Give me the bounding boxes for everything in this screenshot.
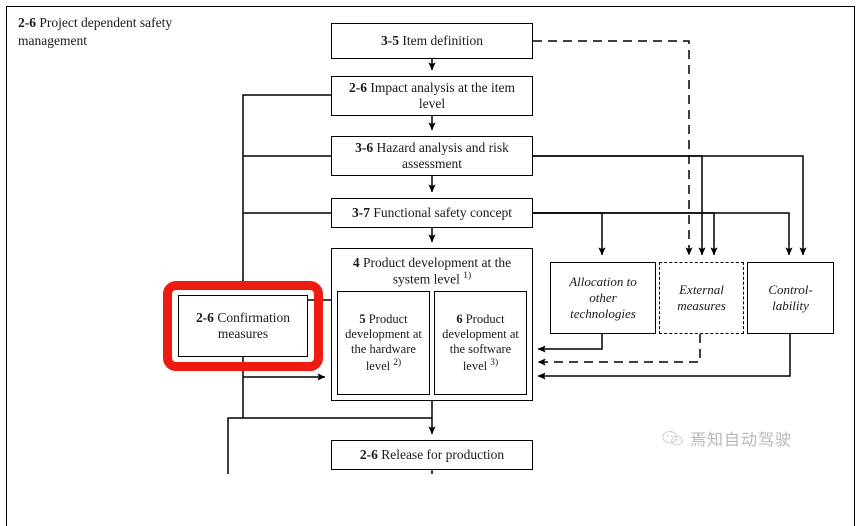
diagram-canvas: 2-6 Project dependent safety management …	[6, 6, 855, 526]
node-confirmation-measures[interactable]: 2-6 Confirmation measures	[178, 295, 308, 357]
node-hazard-analysis[interactable]: 3-6 Hazard analysis and risk assessment	[331, 136, 533, 176]
node-functional-safety-concept[interactable]: 3-7 Functional safety concept	[331, 198, 533, 228]
node-product-development-software[interactable]: 6 Product development at the software le…	[434, 291, 527, 395]
node-controllability[interactable]: Control-lability	[747, 262, 834, 334]
node-label: Item definition	[399, 32, 483, 48]
node-label: Release for production	[377, 446, 505, 462]
node-clause: 3-7	[351, 204, 370, 220]
node-clause: 5	[359, 311, 366, 326]
node-item-definition[interactable]: 3-5 Item definition	[331, 23, 533, 59]
node-label: Allocation to other technologies	[569, 273, 637, 322]
node-label: Functional safety concept	[369, 204, 513, 220]
node-label: Control-lability	[768, 281, 813, 313]
watermark-text: 焉知自动驾驶	[690, 430, 793, 449]
node-label: Product development at the system level	[359, 255, 512, 287]
node-impact-analysis[interactable]: 2-6 Impact analysis at the item level	[331, 76, 533, 116]
footnote-marker-3: 3)	[490, 357, 499, 368]
wechat-logo-icon	[662, 430, 683, 447]
node-allocation-other-technologies[interactable]: Allocation to other technologies	[550, 262, 656, 334]
node-product-development-system[interactable]: 4 Product development at the system leve…	[331, 248, 533, 401]
node-label: Product development at the software leve…	[442, 311, 519, 373]
node-label: Hazard analysis and risk assessment	[373, 139, 509, 171]
diagram-outer-frame	[6, 6, 855, 526]
node-clause: 3-5	[381, 32, 399, 48]
node-label: Product development at the hardware leve…	[345, 311, 422, 373]
footnote-marker-1: 1)	[463, 271, 472, 282]
node-clause: 3-6	[355, 139, 374, 155]
node-clause: 2-6	[359, 446, 378, 462]
title-clause: 2-6	[18, 15, 36, 30]
node-external-measures[interactable]: External measures	[659, 262, 744, 334]
node-system-header: 4 Product development at the system leve…	[332, 249, 532, 291]
node-release-for-production[interactable]: 2-6 Release for production	[331, 440, 533, 470]
node-clause: 2-6	[348, 79, 367, 95]
connector-wires	[227, 40, 807, 474]
footnote-marker-2: 2)	[393, 357, 402, 368]
watermark: 焉知自动驾驶	[662, 426, 792, 450]
diagram-title: 2-6 Project dependent safety management	[18, 14, 233, 50]
node-label: Impact analysis at the item level	[366, 79, 516, 111]
node-clause: 2-6	[195, 309, 214, 325]
node-product-development-hardware[interactable]: 5 Product development at the hardware le…	[337, 291, 430, 395]
title-text: Project dependent safety management	[18, 15, 173, 48]
node-clause: 6	[456, 311, 463, 326]
node-clause: 4	[352, 255, 360, 270]
node-label: External measures	[677, 281, 726, 313]
node-label: Confirmation measures	[213, 309, 291, 341]
